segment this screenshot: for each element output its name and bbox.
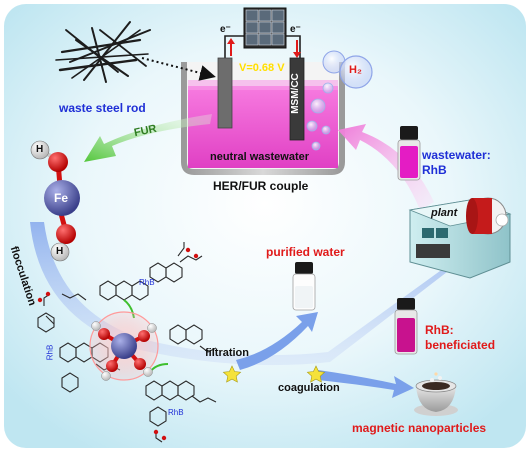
- fe-atom-label: Fe: [54, 191, 69, 205]
- h-top-label: H: [36, 144, 44, 155]
- cell-caption: HER/FUR couple: [213, 179, 309, 193]
- dotted-arrow-to-electrode: [141, 57, 216, 81]
- rhb-tag-top: RhB: [139, 278, 155, 287]
- electrolytic-cell: [181, 7, 373, 175]
- plant-facility: [408, 197, 512, 279]
- h2-label: H₂: [349, 64, 362, 76]
- wastewater-inflow-arrow: [338, 124, 434, 210]
- electrolyte-label: neutral wastewater: [210, 151, 310, 163]
- msm-cc-electrode: [289, 57, 305, 141]
- h2-bubble: [322, 50, 373, 89]
- wastewater-vial: [397, 126, 421, 181]
- rhb-tag-bottom: RhB: [168, 408, 184, 417]
- wire-left: [224, 35, 248, 60]
- rhb-label-line1: RhB:: [425, 323, 454, 337]
- flocculation-path: [30, 222, 478, 366]
- rhb-fe-complex: [37, 242, 217, 443]
- plant-label: plant: [431, 207, 458, 219]
- solar-panel: [243, 7, 287, 49]
- fe-hydroxide-molecule: [30, 140, 80, 262]
- h-bottom-label: H: [56, 246, 64, 257]
- coagulation-label: coagulation: [278, 382, 340, 394]
- rhb-label-line2: beneficiated: [425, 338, 496, 352]
- waste-steel-rods: [55, 21, 151, 83]
- voltage-label: V=0.68 V: [239, 62, 285, 74]
- rhb-tag-left: RhB: [45, 344, 55, 361]
- coagulation-star: [306, 365, 326, 383]
- gas-bubbles: [306, 82, 334, 151]
- msm-cc-label: MSM/CC: [289, 73, 301, 114]
- fur-arrow: [84, 114, 212, 162]
- electron-right-label: e⁻: [290, 24, 301, 35]
- purified-water-label: purified water: [266, 245, 345, 259]
- magnetic-nanoparticles-label: magnetic nanoparticles: [352, 421, 487, 435]
- magnetic-nanoparticles-dish: [414, 372, 458, 416]
- filtration-star: [222, 365, 242, 383]
- coagulation-branch: [318, 370, 414, 398]
- rhb-beneficiated-vial: [394, 298, 418, 355]
- wastewater-label-line1: wastewater:: [422, 148, 491, 162]
- waste-steel-rod-label: waste steel rod: [59, 101, 146, 115]
- filtration-label: filtration: [205, 347, 249, 359]
- steel-electrode: [217, 57, 233, 129]
- wastewater-label-line2: RhB: [422, 163, 447, 177]
- filtration-branch: [236, 312, 318, 370]
- purified-water-vial: [292, 262, 316, 311]
- electron-left-label: e⁻: [220, 24, 231, 35]
